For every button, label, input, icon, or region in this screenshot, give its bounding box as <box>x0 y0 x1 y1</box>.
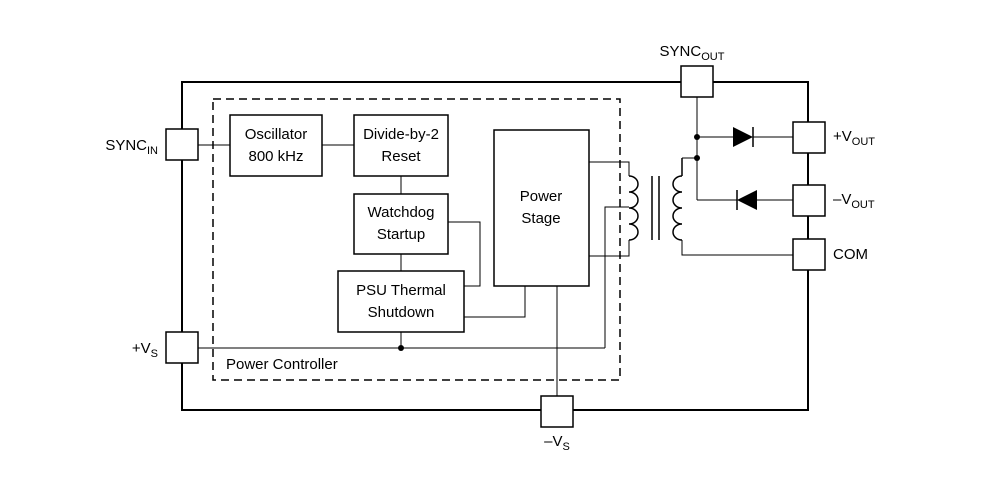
power-stage-block: Power Stage <box>493 129 590 287</box>
com-label: COM <box>833 246 868 263</box>
thermal-block: PSU Thermal Shutdown <box>337 270 465 333</box>
vs-neg-pin <box>540 395 574 428</box>
svg-text:Reset: Reset <box>381 148 421 165</box>
sync-in-label: SYNCIN <box>105 137 158 157</box>
svg-text:Stage: Stage <box>521 210 560 227</box>
svg-text:800 kHz: 800 kHz <box>248 148 303 165</box>
junction-dots <box>398 134 700 351</box>
power-controller-label: Power Controller <box>226 356 338 373</box>
vout-neg-pin <box>792 184 826 217</box>
sync-out-label: SYNCOUT <box>660 43 725 63</box>
svg-text:Watchdog: Watchdog <box>368 204 435 221</box>
com-pin <box>792 238 826 271</box>
vs-pos-label: +VS <box>132 340 158 360</box>
diode-negative-icon <box>736 190 757 210</box>
transformer-icon <box>628 158 683 241</box>
divider-block: Divide-by-2 Reset <box>353 114 449 177</box>
svg-text:Startup: Startup <box>377 226 425 243</box>
svg-text:Power: Power <box>520 188 563 205</box>
vs-pos-pin <box>165 331 199 364</box>
oscillator-block: Oscillator 800 kHz <box>229 114 323 177</box>
diode-positive-icon <box>733 127 754 147</box>
vs-neg-label: –VS <box>544 433 570 453</box>
watchdog-block: Watchdog Startup <box>353 193 449 255</box>
vout-neg-label: –VOUT <box>833 191 875 211</box>
sync-out-pin <box>680 65 714 98</box>
svg-text:PSU Thermal: PSU Thermal <box>356 282 446 299</box>
svg-text:Divide-by-2: Divide-by-2 <box>363 126 439 143</box>
vout-pos-pin <box>792 121 826 154</box>
sync-in-pin <box>165 128 199 161</box>
svg-text:Oscillator: Oscillator <box>245 126 308 143</box>
vout-pos-label: +VOUT <box>833 128 875 148</box>
svg-text:Shutdown: Shutdown <box>368 304 435 321</box>
power-controller-region <box>212 98 621 381</box>
